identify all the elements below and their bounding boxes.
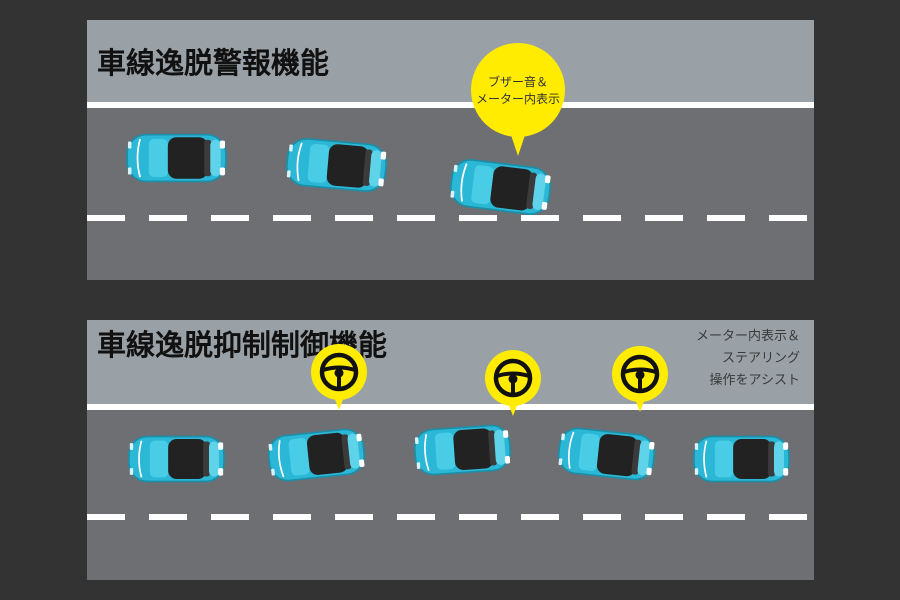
steering-wheel-icon (309, 342, 369, 414)
panel-title: 車線逸脱警報機能 (97, 46, 330, 80)
bubble-line: メーター内表示 (475, 92, 560, 106)
steering-wheel-icon (610, 344, 670, 416)
lane-departure-prevention-panel: 車線逸脱抑制制御機能 メーター内表示＆ ステアリング 操作をアシスト (87, 320, 814, 580)
car-icon (126, 133, 227, 183)
lane-dash-line (87, 215, 814, 221)
road-edge-line (87, 404, 814, 410)
car-icon (693, 435, 790, 483)
bubble-line: ブザー音＆ (487, 75, 548, 89)
steering-wheel-icon (483, 348, 543, 420)
note-line: ステアリング (721, 351, 800, 366)
sidewalk (87, 320, 814, 404)
car-icon (555, 425, 658, 483)
assist-note: メーター内表示＆ ステアリング 操作をアシスト (696, 326, 800, 392)
lane-dash-line (87, 514, 814, 520)
road-edge-line (87, 102, 814, 108)
car-icon (128, 435, 225, 483)
speech-bubble-icon (471, 43, 565, 156)
note-line: メーター内表示＆ (695, 329, 800, 344)
car-icon (412, 423, 513, 477)
car-icon (284, 136, 389, 194)
lane-departure-warning-panel: 車線逸脱警報機能 ブザー音＆ メーター内表示 (87, 20, 814, 280)
note-line: 操作をアシスト (709, 373, 800, 388)
sidewalk (87, 20, 814, 102)
car-icon (265, 426, 368, 484)
car-icon (447, 156, 554, 218)
warning-bubble-text: ブザー音＆ メーター内表示 (470, 74, 566, 108)
